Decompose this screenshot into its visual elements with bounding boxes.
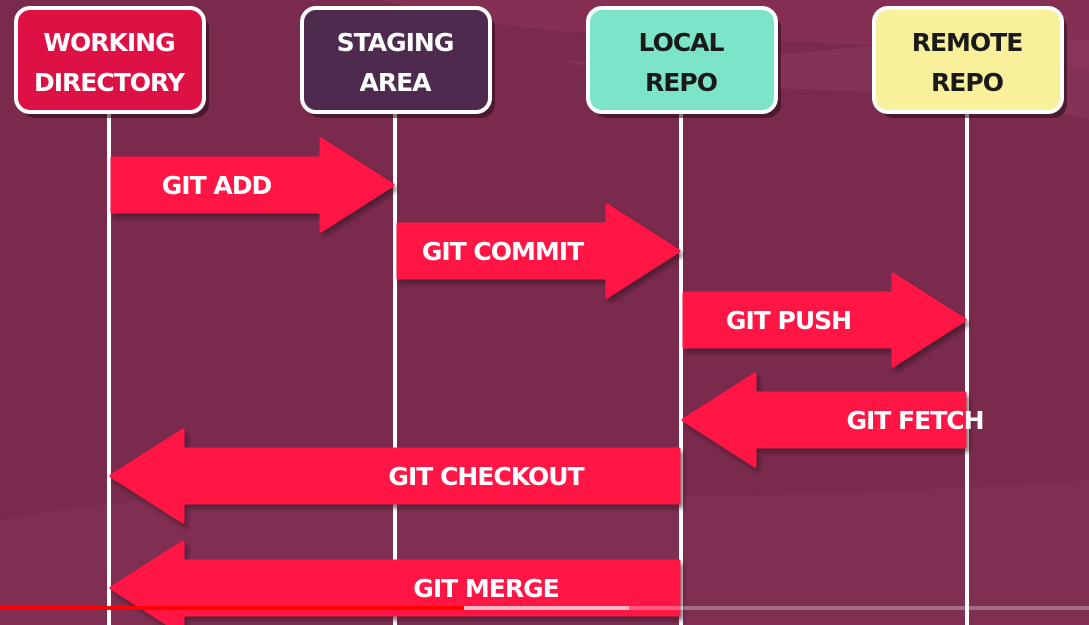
column-box [586, 6, 778, 114]
column-title-line1: STAGING [337, 28, 454, 57]
column-headers: WORKINGDIRECTORYSTAGINGAREALOCALREPOREMO… [14, 6, 1067, 118]
column-title-line2: DIRECTORY [34, 68, 186, 97]
arrow-shape [109, 428, 681, 524]
arrow-shape [682, 272, 967, 368]
arrow-shape [110, 137, 395, 233]
column-box [14, 6, 206, 114]
column-box [872, 6, 1064, 114]
arrow-git-commit: GIT COMMIT [396, 203, 681, 299]
arrow-git-merge: GIT MERGE [109, 540, 681, 625]
video-progress-bar[interactable] [0, 606, 1089, 610]
column-header-2: STAGING AREA [300, 6, 495, 118]
arrow-git-add: GIT ADD [110, 137, 395, 233]
column-title-line2: REPO [931, 68, 1003, 97]
arrow-label: GIT COMMIT [422, 237, 584, 266]
arrow-git-checkout: GIT CHECKOUT [109, 428, 681, 524]
arrow-shape [681, 372, 967, 468]
lifelines [107, 108, 969, 625]
column-header-1: WORKING DIRECTORY [14, 6, 209, 118]
arrow-label: GIT CHECKOUT [388, 462, 584, 491]
column-box [300, 6, 492, 114]
column-header-4: REMOTE REPO [872, 6, 1067, 118]
arrow-shape [396, 203, 681, 299]
column-title-line1: REMOTE [912, 28, 1023, 57]
arrows: GIT ADD GIT COMMIT GIT PUSH GIT FETCH GIT CH… [109, 137, 985, 625]
column-title-line2: AREA [359, 68, 432, 97]
arrow-shape [109, 540, 681, 625]
arrow-label: GIT ADD [162, 171, 272, 200]
video-progress-played [0, 606, 464, 610]
column-title-line1: LOCAL [639, 28, 725, 57]
column-title-line1: WORKING [43, 28, 174, 57]
arrow-label: GIT MERGE [413, 574, 558, 603]
arrow-git-push: GIT PUSH [682, 272, 967, 368]
arrow-git-fetch: GIT FETCH [681, 372, 985, 468]
column-header-3: LOCAL REPO [586, 6, 781, 118]
arrow-label: GIT PUSH [726, 306, 851, 335]
column-title-line2: REPO [645, 68, 717, 97]
arrow-label: GIT FETCH [846, 406, 983, 435]
